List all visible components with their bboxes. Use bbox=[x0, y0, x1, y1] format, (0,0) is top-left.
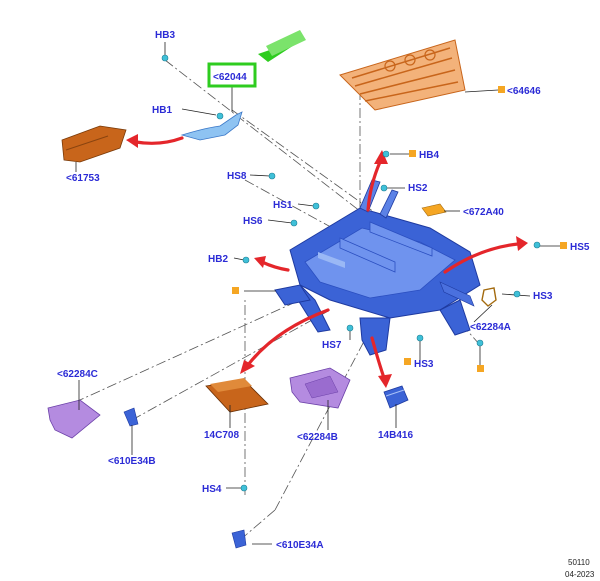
label-62284a: <62284A bbox=[470, 322, 511, 333]
footer-ref: 50110 bbox=[568, 558, 590, 567]
label-62284c: <62284C bbox=[57, 369, 98, 380]
label-hs1: HS1 bbox=[273, 200, 293, 211]
part-610e34a-clip bbox=[231, 529, 247, 549]
label-62044: <62044 bbox=[213, 72, 247, 83]
label-61753: <61753 bbox=[66, 173, 100, 184]
label-hs2: HS2 bbox=[408, 183, 428, 194]
label-14c708: 14C708 bbox=[204, 430, 239, 441]
red-direction-arrows bbox=[126, 134, 528, 388]
fastener-bolts bbox=[161, 54, 541, 492]
label-hs6: HS6 bbox=[243, 216, 263, 227]
label-hb3: HB3 bbox=[155, 30, 175, 41]
highlight-arrow bbox=[258, 30, 306, 62]
label-hs7: HS7 bbox=[322, 340, 342, 351]
label-610e34b: <610E34B bbox=[108, 456, 156, 467]
part-64646-seat-spring bbox=[339, 39, 466, 111]
part-62044-cable bbox=[180, 111, 243, 141]
label-64646: <64646 bbox=[507, 86, 541, 97]
label-hs8: HS8 bbox=[227, 171, 247, 182]
callout-labels: HB3 <62044 <64646 HB1 <61753 HB4 HS8 HS2… bbox=[57, 30, 590, 551]
part-610e34b-clip bbox=[123, 407, 139, 427]
part-14c708-module bbox=[205, 378, 269, 413]
label-hs3-right: HS3 bbox=[533, 291, 553, 302]
footer-date: 04-2023 bbox=[565, 570, 595, 579]
label-hb2: HB2 bbox=[208, 254, 228, 265]
label-672a40: <672A40 bbox=[463, 207, 504, 218]
label-hb1: HB1 bbox=[152, 105, 172, 116]
seat-frame-assembly bbox=[274, 179, 481, 356]
marker-squares bbox=[232, 86, 567, 372]
part-672a40-module bbox=[421, 203, 447, 217]
part-62284c-cover bbox=[47, 399, 101, 439]
label-hb4: HB4 bbox=[419, 150, 439, 161]
part-62284a-bracket bbox=[481, 287, 497, 307]
part-61753-trim-cover bbox=[61, 125, 127, 163]
highlight-box-62044 bbox=[207, 62, 257, 88]
label-hs4: HS4 bbox=[202, 484, 222, 495]
label-hs5: HS5 bbox=[570, 242, 590, 253]
leader-lines bbox=[75, 42, 560, 545]
label-14b416: 14B416 bbox=[378, 430, 413, 441]
label-hs3-center: HS3 bbox=[414, 359, 434, 370]
part-14b416-connector bbox=[383, 385, 409, 409]
label-610e34a: <610E34A bbox=[276, 540, 324, 551]
label-62284b: <62284B bbox=[297, 432, 338, 443]
phantom-lines bbox=[57, 59, 481, 541]
